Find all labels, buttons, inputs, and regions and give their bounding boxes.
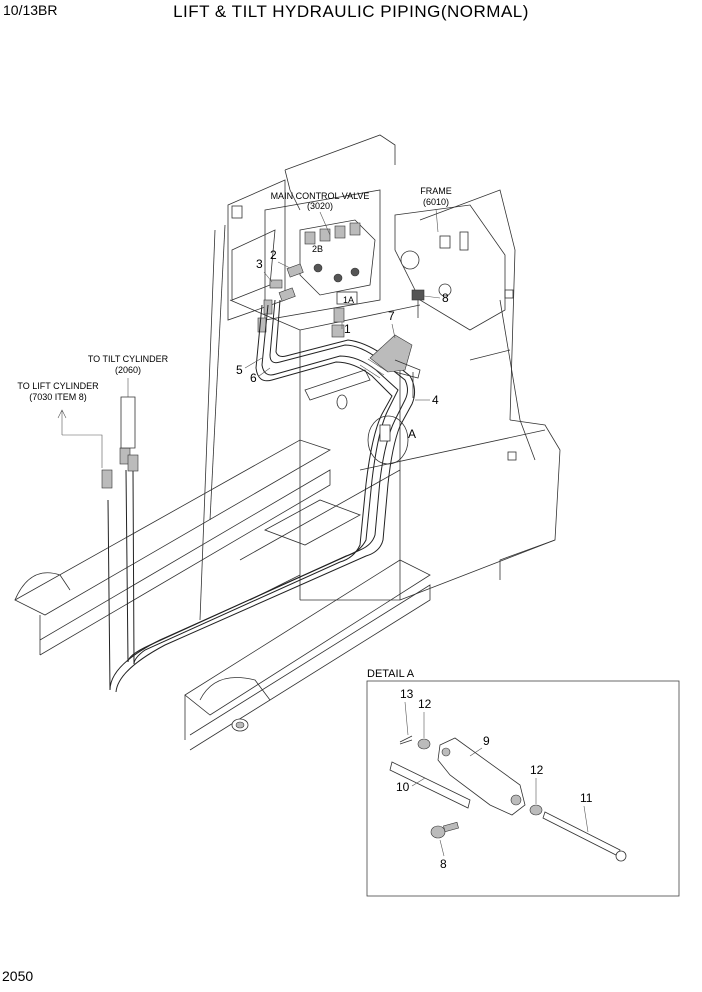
leader-frame	[435, 208, 439, 233]
detail-callout-10: 10	[396, 780, 410, 794]
to-tilt-cylinder-label: TO TILT CYLINDER	[88, 354, 169, 364]
callout-4: 4	[432, 393, 439, 407]
leader-5	[244, 357, 263, 369]
hose-clamp-bracket	[369, 289, 425, 398]
detail-callout-13: 13	[400, 687, 414, 701]
callout-1: 1	[344, 322, 351, 336]
bracket-hole-2	[510, 794, 522, 806]
detail-callout-11: 11	[580, 791, 593, 805]
leader-2	[277, 261, 291, 269]
detail-a-marker: A	[367, 415, 416, 465]
callout-7: 7	[388, 309, 395, 323]
chassis-rails	[14, 369, 431, 751]
leader-8	[423, 295, 441, 299]
leader-mcv	[319, 211, 331, 236]
lift-arrow-leader	[62, 434, 103, 468]
leader-d13	[404, 701, 409, 736]
frame-ref: (6010)	[423, 197, 449, 207]
leader-d9	[469, 747, 483, 757]
callout-2: 2	[270, 248, 277, 262]
to-lift-cylinder-label: TO LIFT CYLINDER	[17, 381, 99, 391]
nut-upper	[417, 738, 431, 750]
long-pin-head	[615, 850, 627, 862]
rod	[389, 761, 471, 809]
frame-plate	[394, 204, 506, 331]
leader-d10	[411, 777, 426, 787]
main-control-valve	[264, 189, 381, 321]
bolt-head	[430, 825, 446, 839]
to-lift-cylinder-ref: (7030 ITEM 8)	[29, 392, 87, 402]
model-code: 10/13BR	[3, 2, 58, 18]
tilt-arrow-body	[120, 396, 136, 449]
bracket-hole-1	[441, 747, 451, 757]
detail-callout-9: 9	[483, 734, 490, 748]
main-control-valve-ref: (3020)	[307, 201, 333, 211]
split-pin	[399, 735, 413, 745]
to-tilt-cylinder-ref: (2060)	[115, 365, 141, 375]
detail-callout-12b: 12	[530, 763, 544, 777]
page-title: LIFT & TILT HYDRAULIC PIPING(NORMAL)	[173, 2, 529, 21]
callout-6: 6	[250, 371, 257, 385]
detail-a-title: DETAIL A	[367, 668, 415, 680]
detail-callout-12a: 12	[418, 697, 432, 711]
main-control-valve-label: MAIN CONTROL VALVE	[271, 191, 370, 201]
leader-d8	[439, 839, 445, 857]
leader-d11	[583, 805, 589, 833]
leader-6	[258, 367, 271, 377]
detail-a-marker-label: A	[408, 427, 416, 441]
leader-7	[391, 323, 396, 339]
lift-arrow	[57, 409, 67, 435]
callout-3: 3	[256, 257, 263, 271]
callout-8: 8	[442, 291, 449, 305]
callout-5: 5	[236, 363, 243, 377]
port-1a-label: 1A	[343, 295, 354, 305]
nut-lower	[529, 804, 543, 816]
bolt-shank	[443, 821, 459, 833]
detail-a-panel: DETAIL A 13 12 9 12 11 10 8	[366, 668, 680, 897]
page-number: 2050	[2, 968, 34, 984]
bracket	[437, 737, 526, 816]
long-pin	[542, 811, 621, 857]
detail-callout-8: 8	[440, 857, 447, 871]
port-2b-label: 2B	[312, 244, 323, 254]
frame-label: FRAME	[420, 186, 452, 196]
hydraulic-hoses	[101, 299, 416, 693]
leader-3	[263, 271, 273, 283]
detail-a-frame	[366, 680, 680, 897]
